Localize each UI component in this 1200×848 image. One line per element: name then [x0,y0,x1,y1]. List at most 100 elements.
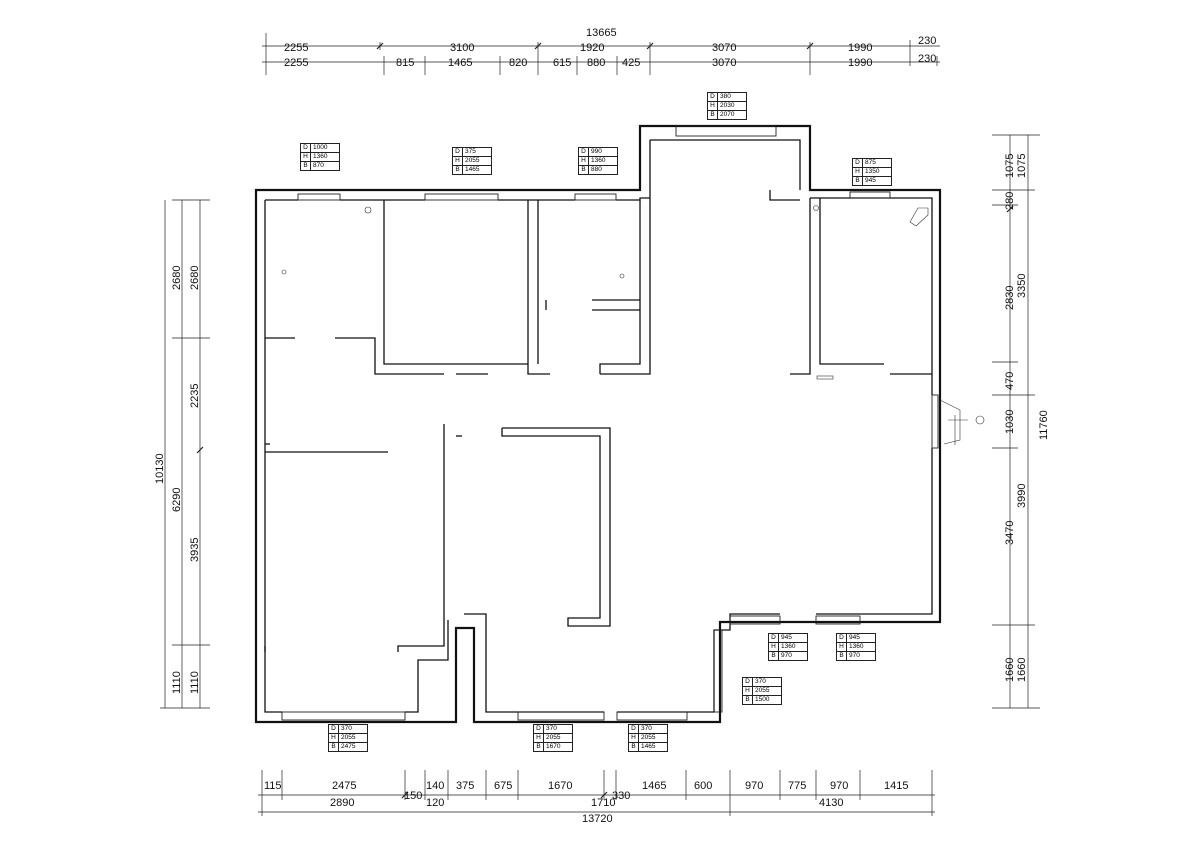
tag-key-b: B [853,177,863,185]
tag-key-d: D [301,144,311,152]
tag-key-d: D [769,634,779,642]
tag-key-h: H [301,153,311,161]
dim-right-outer-7: 1660 [1004,658,1016,682]
window-bottom-5 [815,615,861,625]
dim-left-outer-3: 3935 [189,538,201,562]
tag-key-d: D [629,725,639,733]
tag-key-d: D [534,725,544,733]
dim-right-inner-4: 1660 [1016,658,1028,682]
tag-b: 2070 [720,111,735,118]
tag-key-h: H [853,168,863,176]
dim-top-inner-3: 1465 [448,57,472,69]
tag-key-b: B [579,166,589,174]
tag-key-d: D [453,148,463,156]
dim-top-outer-2: 3100 [450,42,474,54]
dim-bottom-seg-4: 375 [456,780,474,792]
windows [281,125,939,721]
dim-bottom-seg-1: 115 [264,780,282,792]
dim-bottom-seg-9: 970 [745,780,763,792]
tag-key-b: B [708,111,718,119]
dim-right-inner-1: 1075 [1016,154,1028,178]
window-right-top [849,191,891,199]
dim-bottom-seg-11: 970 [830,780,848,792]
dim-bottom-mid-3: 120 [426,797,444,809]
tag-key-d: D [708,93,718,101]
dim-left-outer-2: 2235 [189,384,201,408]
dim-left-inner-3: 1110 [171,671,183,694]
tag-key-h: H [579,157,589,165]
outlet-icon [281,269,287,275]
dim-top-inner-10: 230 [918,53,936,65]
tag-key-d: D [329,725,339,733]
tag-h: 1360 [313,153,328,160]
tag-b: 870 [313,162,324,169]
tag-d: 375 [465,148,476,155]
tag-key-b: B [769,652,779,660]
dim-bottom-seg-2: 2475 [332,780,356,792]
tag-key-b: B [534,743,544,751]
dim-bottom-total: 13720 [582,813,613,825]
tag-h: 2055 [465,157,480,164]
window-bottom-2 [517,711,605,721]
tag-d: 380 [720,93,731,100]
dim-top-inner-9: 1990 [848,57,872,69]
tag-h: 2055 [755,687,770,694]
window-top-3 [574,193,617,201]
tag-d: 370 [755,678,766,685]
dim-bottom-mid-4: 1710 [591,797,615,809]
tag-b: 880 [591,166,602,173]
tag-d: 370 [341,725,352,732]
tag-b: 970 [781,652,792,659]
tag-key-h: H [708,102,718,110]
dim-left-inner-1: 2680 [171,266,183,290]
dim-top-outer-5: 1990 [848,42,872,54]
window-top-2 [424,193,499,201]
tag-key-d: D [743,678,753,686]
dim-top-inner-5: 615 [553,57,571,69]
tag-h: 1360 [849,643,864,650]
dim-bottom-seg-8: 600 [694,780,712,792]
tag-d: 875 [865,159,876,166]
tag-key-h: H [837,643,847,651]
tag-key-h: H [769,643,779,651]
dim-top-outer-4: 3070 [712,42,736,54]
dim-bottom-seg-12: 1415 [884,780,908,792]
tag-key-h: H [743,687,753,695]
dim-bottom-mid-2: 150 [404,790,422,802]
right-dimensions: 1075 280 2830 470 1030 3470 1660 1075 33… [992,134,1050,709]
dim-right-outer-3: 2830 [1004,286,1016,310]
tag-key-b: B [743,696,753,704]
dim-right-inner-3: 3990 [1016,484,1028,508]
dim-bottom-mid-6: 4130 [819,797,843,809]
tag-h: 1350 [865,168,880,175]
dim-right-outer-6: 3470 [1004,521,1016,545]
tag-key-d: D [853,159,863,167]
dim-right-total: 11760 [1038,410,1050,440]
outlet-icon [619,273,625,279]
window-top-1 [297,193,341,201]
tag-key-b: B [301,162,311,170]
ceiling-light-icon [813,205,819,211]
tag-h: 2055 [546,734,561,741]
walls [254,124,942,724]
left-dimensions: 2680 2235 3935 1110 2680 6290 1110 10130 [154,199,210,709]
window-right-side [713,629,723,713]
tag-d: 945 [849,634,860,641]
fixtures [281,205,985,445]
tag-h: 2055 [641,734,656,741]
tag-b: 1670 [546,743,561,750]
tag-key-b: B [629,743,639,751]
window-bottom-1 [281,711,406,721]
window-bottom-3 [616,711,688,721]
tag-b: 945 [865,177,876,184]
tag-key-h: H [453,157,463,165]
tag-h: 2030 [720,102,735,109]
tag-d: 370 [546,725,557,732]
dim-top-inner-4: 820 [509,57,527,69]
